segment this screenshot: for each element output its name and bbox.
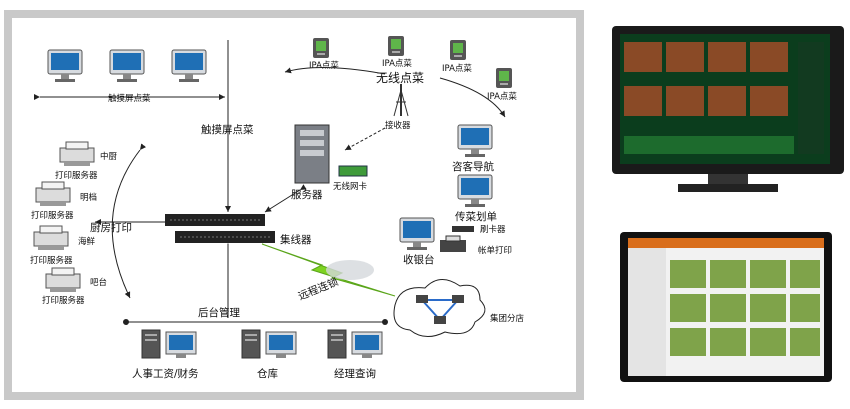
antenna-icon (393, 84, 409, 117)
branch-cloud-icon (393, 279, 486, 337)
back-unit-label: 经理查询 (334, 367, 376, 380)
pda-icon (313, 38, 329, 58)
ipa-label: IPA点菜 (487, 91, 517, 102)
touch-terminals-label: 触摸屏点菜 (108, 93, 151, 104)
ipa-label: IPA点菜 (442, 63, 472, 74)
bill-print-label: 帐单打印 (478, 245, 512, 256)
cashier-label: 收银台 (403, 253, 435, 266)
back-unit-label: 人事工资/财务 (132, 367, 199, 380)
pda-icon (388, 36, 404, 56)
receiver-label: 接收器 (385, 120, 411, 131)
server-label: 服务器 (291, 188, 323, 201)
wireless-label: 无线点菜 (376, 71, 424, 85)
card-reader-label: 刷卡器 (480, 224, 506, 235)
ipa-label: IPA点菜 (309, 60, 339, 71)
pda-icon (496, 68, 512, 88)
cloud-icon (326, 260, 374, 280)
printer-label: 打印服务器 (30, 255, 73, 266)
wireless-card-label: 无线网卡 (333, 181, 368, 192)
dish-delivery-label: 传菜划单 (455, 210, 497, 223)
guest-nav-label: 咨客导航 (452, 160, 494, 173)
pda-icon (450, 40, 466, 60)
branch-label: 集团分店 (490, 313, 525, 324)
warehouse-pc-icon (241, 329, 297, 359)
ipa-label: IPA点菜 (382, 58, 412, 69)
printer-label: 打印服务器 (55, 170, 98, 181)
manager-pc-icon (327, 329, 383, 359)
switch-icon (165, 214, 275, 243)
switch-label: 集线器 (280, 233, 312, 246)
kitchen-print-label: 厨房打印 (90, 221, 132, 234)
wireless-card-icon (338, 165, 368, 177)
bill-printer-icon (440, 235, 466, 252)
printer-label: 打印服务器 (42, 295, 85, 306)
printer-station: 海鲜 (78, 236, 96, 247)
hr-finance-pc-icon (141, 329, 197, 359)
touch-tv-picture (612, 26, 844, 192)
server-icon (294, 124, 330, 184)
back-unit-label: 仓库 (257, 367, 278, 380)
backoffice-label: 后台管理 (198, 306, 240, 319)
tablet-menu-picture (620, 232, 832, 382)
printer-station: 中厨 (100, 151, 118, 162)
card-reader-icon (452, 226, 474, 232)
printer-station: 吧台 (90, 277, 107, 288)
printer-label: 打印服务器 (31, 210, 74, 221)
touch-screen-label: 触摸屏点菜 (201, 123, 254, 136)
printer-station: 明档 (80, 192, 97, 203)
